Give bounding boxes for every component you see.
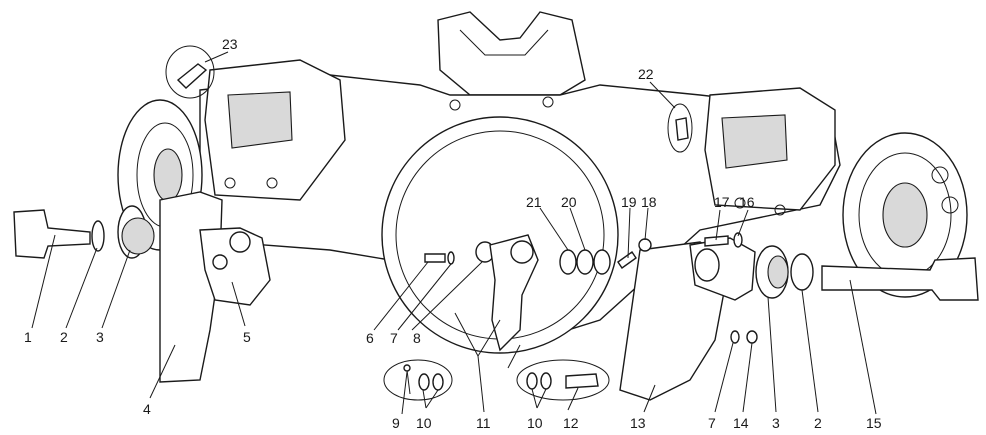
left-shaft-1 (13, 209, 91, 259)
callout-2: 2 (60, 329, 68, 345)
callout-2-right: 2 (814, 415, 822, 431)
callout-7-left: 7 (390, 330, 398, 346)
callout-17: 17 (714, 194, 730, 210)
washer-7-right (730, 330, 740, 344)
callout-7-right: 7 (708, 415, 716, 431)
callout-10-left: 10 (416, 415, 432, 431)
pin-6 (424, 253, 446, 263)
axle-housing (199, 11, 841, 354)
washer-7 (447, 251, 455, 265)
leader-lines (31, 51, 877, 415)
callout-4: 4 (143, 401, 151, 417)
seal-rings-20-21 (559, 249, 611, 275)
grease-fitting-22 (667, 103, 693, 153)
plug-18 (638, 238, 652, 252)
detail-wedge-right (507, 344, 521, 369)
nut-14 (746, 330, 758, 344)
washer-16 (733, 232, 743, 248)
callout-11: 11 (476, 415, 491, 431)
detail-group-10-12 (516, 359, 610, 401)
slack-adjuster-11 (489, 234, 539, 352)
callout-labels: 1 2 3 4 5 6 7 8 9 10 11 10 12 13 7 14 3 … (24, 36, 882, 431)
right-shaft-15 (821, 257, 979, 301)
callout-22: 22 (638, 66, 654, 82)
callout-23: 23 (222, 36, 238, 52)
callout-5: 5 (243, 329, 251, 345)
callout-19: 19 (621, 194, 637, 210)
callout-3-right: 3 (772, 415, 780, 431)
grease-fitting-23 (165, 45, 215, 99)
right-washer-2 (790, 253, 814, 291)
right-bearing-3 (755, 245, 789, 299)
callout-8: 8 (413, 330, 421, 346)
callout-9: 9 (392, 415, 400, 431)
fitting-19 (617, 251, 637, 269)
callout-15: 15 (866, 415, 882, 431)
left-washer-2 (91, 220, 105, 252)
right-hub-flange (842, 132, 968, 298)
left-slack-adjuster-5 (199, 227, 271, 306)
callout-18: 18 (641, 194, 657, 210)
callout-21: 21 (526, 194, 542, 210)
callout-20: 20 (561, 194, 577, 210)
callout-13: 13 (630, 415, 646, 431)
callout-6: 6 (366, 330, 374, 346)
left-bearing-3 (117, 205, 155, 259)
callout-14: 14 (733, 415, 749, 431)
callout-3: 3 (96, 329, 104, 345)
right-slack-adjuster (689, 237, 756, 301)
pin-17 (704, 235, 729, 247)
detail-group-9-10 (383, 359, 453, 401)
callout-16: 16 (739, 194, 755, 210)
callout-10-right: 10 (527, 415, 543, 431)
callout-12: 12 (563, 415, 579, 431)
callout-1: 1 (24, 329, 32, 345)
